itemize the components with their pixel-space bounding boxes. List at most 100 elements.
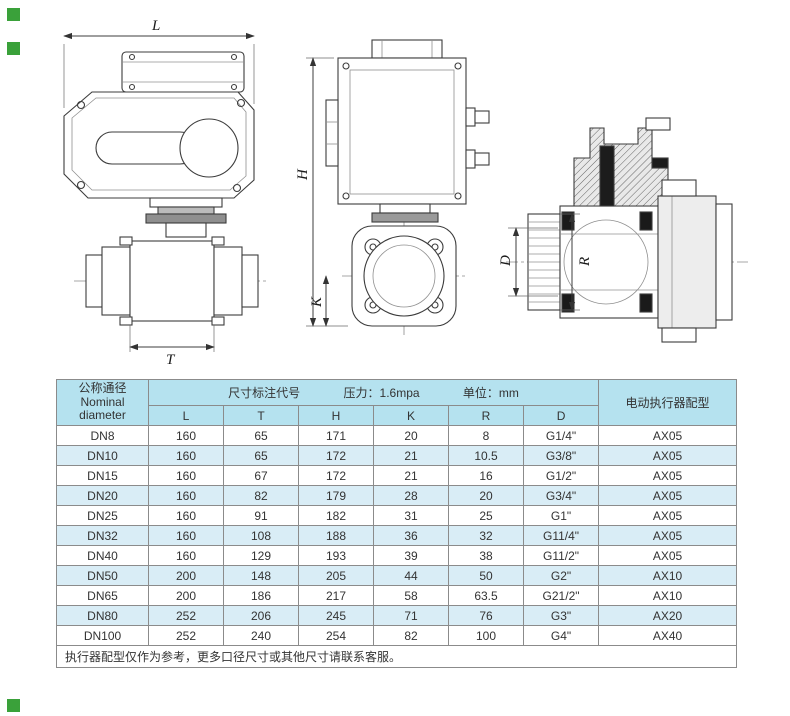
cell-K: 82 bbox=[373, 625, 449, 646]
dim-label-L: L bbox=[151, 18, 160, 34]
dim-label-T: T bbox=[166, 352, 176, 368]
table-row: DN25 160 91 182 31 25 G1" AX05 bbox=[56, 505, 738, 526]
cell-R: 76 bbox=[448, 605, 524, 626]
cell-K: 21 bbox=[373, 465, 449, 486]
cell-R: 8 bbox=[448, 425, 524, 446]
cell-L: 160 bbox=[148, 485, 224, 506]
table-header-row-2: L T H K R D bbox=[57, 405, 737, 426]
cell-L: 252 bbox=[148, 605, 224, 626]
cell-actuator: AX05 bbox=[598, 505, 738, 526]
header-col-H: H bbox=[298, 405, 374, 426]
cell-D: G3/8" bbox=[522, 445, 600, 466]
dim-label-R: R bbox=[577, 257, 593, 267]
cell-dn: DN80 bbox=[56, 605, 149, 626]
cell-R: 16 bbox=[448, 465, 524, 486]
cell-actuator: AX05 bbox=[598, 425, 738, 446]
cell-actuator: AX05 bbox=[598, 445, 738, 466]
cell-T: 108 bbox=[223, 525, 299, 546]
cell-L: 160 bbox=[148, 425, 224, 446]
cell-H: 193 bbox=[298, 545, 374, 566]
cell-T: 91 bbox=[223, 505, 299, 526]
cell-K: 31 bbox=[373, 505, 449, 526]
cell-K: 20 bbox=[373, 425, 449, 446]
cell-dn: DN32 bbox=[56, 525, 149, 546]
cell-H: 172 bbox=[298, 445, 374, 466]
header-col-D: D bbox=[522, 405, 600, 426]
dim-label-H: H bbox=[295, 168, 311, 181]
table-row: DN20 160 82 179 28 20 G3/4" AX05 bbox=[56, 485, 738, 506]
cell-D: G1/2" bbox=[522, 465, 600, 486]
cell-dn: DN25 bbox=[56, 505, 149, 526]
cell-H: 171 bbox=[298, 425, 374, 446]
cell-K: 58 bbox=[373, 585, 449, 606]
cell-R: 25 bbox=[448, 505, 524, 526]
technical-drawing: L T bbox=[63, 18, 748, 368]
cell-R: 100 bbox=[448, 625, 524, 646]
cell-D: G2" bbox=[522, 565, 600, 586]
header-pressure: 压力：1.6mpa bbox=[343, 386, 420, 400]
cell-D: G3/4" bbox=[522, 485, 600, 506]
table-row: DN65 200 186 217 58 63.5 G21/2" AX10 bbox=[56, 585, 738, 606]
dim-label-D: D bbox=[498, 255, 514, 267]
cell-dn: DN8 bbox=[56, 425, 149, 446]
cell-D: G11/2" bbox=[522, 545, 600, 566]
cell-D: G4" bbox=[522, 625, 600, 646]
cell-dn: DN100 bbox=[56, 625, 149, 646]
cell-L: 252 bbox=[148, 625, 224, 646]
cell-H: 182 bbox=[298, 505, 374, 526]
cell-R: 63.5 bbox=[448, 585, 524, 606]
cell-D: G1/4" bbox=[522, 425, 600, 446]
view-side: L T bbox=[63, 18, 266, 368]
cell-L: 200 bbox=[148, 565, 224, 586]
cell-D: G3" bbox=[522, 605, 600, 626]
cell-T: 65 bbox=[223, 425, 299, 446]
header-unit: 单位：mm bbox=[462, 386, 519, 400]
cell-dn: DN10 bbox=[56, 445, 149, 466]
header-col-K: K bbox=[373, 405, 449, 426]
header-col-R: R bbox=[448, 405, 524, 426]
cell-K: 21 bbox=[373, 445, 449, 466]
cell-D: G11/4" bbox=[522, 525, 600, 546]
header-dims-label: 尺寸标注代号 bbox=[228, 386, 301, 400]
green-marker-square bbox=[7, 42, 20, 55]
cell-actuator: AX05 bbox=[598, 525, 738, 546]
table-row: DN80 252 206 245 71 76 G3" AX20 bbox=[56, 605, 738, 626]
cell-actuator: AX05 bbox=[598, 485, 738, 506]
cell-H: 188 bbox=[298, 525, 374, 546]
cell-L: 160 bbox=[148, 445, 224, 466]
cell-H: 179 bbox=[298, 485, 374, 506]
cell-T: 148 bbox=[223, 565, 299, 586]
cell-R: 10.5 bbox=[448, 445, 524, 466]
cell-K: 44 bbox=[373, 565, 449, 586]
cell-K: 36 bbox=[373, 525, 449, 546]
header-dims-title: 尺寸标注代号 压力：1.6mpa 单位：mm bbox=[147, 379, 600, 406]
header-actuator-model: 电动执行器配型 bbox=[598, 379, 738, 426]
cell-L: 160 bbox=[148, 545, 224, 566]
cell-T: 186 bbox=[223, 585, 299, 606]
header-nominal-zh: 公称通径 bbox=[78, 381, 127, 396]
cell-L: 160 bbox=[148, 465, 224, 486]
table-row: DN100 252 240 254 82 100 G4" AX40 bbox=[56, 625, 738, 646]
cell-dn: DN20 bbox=[56, 485, 149, 506]
table-row: DN15 160 67 172 21 16 G1/2" AX05 bbox=[56, 465, 738, 486]
cell-dn: DN40 bbox=[56, 545, 149, 566]
table-row: DN32 160 108 188 36 32 G11/4" AX05 bbox=[56, 525, 738, 546]
cell-T: 67 bbox=[223, 465, 299, 486]
cell-D: G1" bbox=[522, 505, 600, 526]
table-header-row-1: 公称通径 Nominal diameter 尺寸标注代号 压力：1.6mpa 单… bbox=[56, 379, 738, 426]
cell-H: 205 bbox=[298, 565, 374, 586]
cell-T: 206 bbox=[223, 605, 299, 626]
table-row: DN10 160 65 172 21 10.5 G3/8" AX05 bbox=[56, 445, 738, 466]
cell-actuator: AX40 bbox=[598, 625, 738, 646]
cell-L: 200 bbox=[148, 585, 224, 606]
header-col-T: T bbox=[223, 405, 299, 426]
view-section: D R bbox=[498, 117, 748, 343]
header-nominal-en2: diameter bbox=[79, 408, 126, 423]
green-marker-square bbox=[7, 699, 20, 712]
cell-R: 38 bbox=[448, 545, 524, 566]
cell-dn: DN50 bbox=[56, 565, 149, 586]
view-front: H K bbox=[295, 39, 490, 336]
cell-K: 28 bbox=[373, 485, 449, 506]
table-row: DN8 160 65 171 20 8 G1/4" AX05 bbox=[56, 425, 738, 446]
